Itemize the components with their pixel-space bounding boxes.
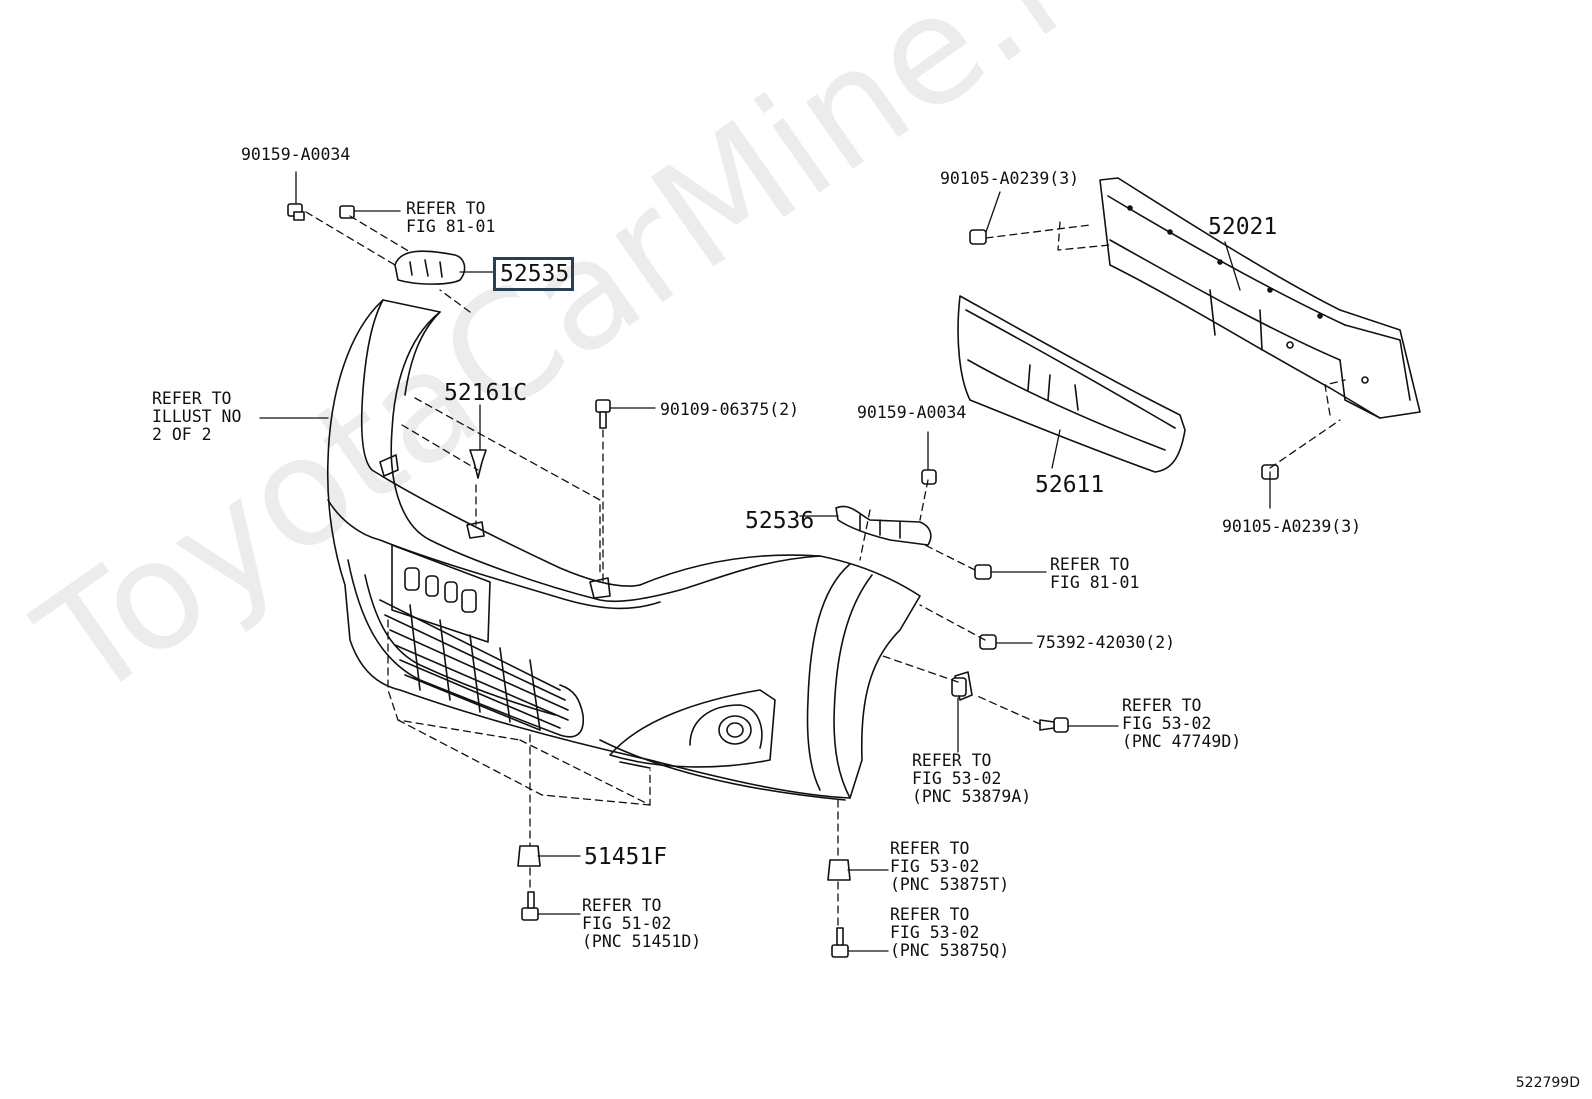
ref-line: REFER TO — [406, 199, 486, 218]
ref-line: (PNC 53879A) — [912, 787, 1032, 806]
label-90105-a0239-bottom: 90105-A0239(3) — [1222, 517, 1362, 536]
ref-pnc-51451d: REFER TO FIG 51-02 (PNC 51451D) — [582, 897, 701, 951]
ref-line: REFER TO — [890, 839, 970, 858]
ref-line: REFER TO — [890, 905, 970, 924]
ref-line: FIG 81-01 — [1050, 573, 1140, 592]
ref-line: (PNC 53875T) — [890, 875, 1010, 894]
ref-line: REFER TO — [152, 389, 232, 408]
front-bumper-cover — [326, 299, 921, 801]
label-51451f: 51451F — [584, 844, 668, 870]
ref-pnc-53875t: REFER TO FIG 53-02 (PNC 53875T) — [890, 840, 1009, 894]
ref-line: REFER TO — [912, 751, 992, 770]
highlighted-part-box[interactable] — [493, 257, 574, 291]
bumper-reinforcement — [1099, 177, 1421, 419]
label-52535: 52535 — [500, 261, 570, 287]
ref-line: FIG 81-01 — [406, 217, 496, 236]
leader-lines — [259, 171, 1271, 952]
ref-line: REFER TO — [1050, 555, 1130, 574]
label-90159-a0034-mid: 90159-A0034 — [857, 403, 967, 422]
ref-line: FIG 53-02 — [1122, 714, 1212, 733]
ref-pnc-47749d: REFER TO FIG 53-02 (PNC 47749D) — [1122, 697, 1241, 751]
ref-line: REFER TO — [1122, 696, 1202, 715]
ref-line: ILLUST NO — [152, 407, 242, 426]
label-90159-a0034-top: 90159-A0034 — [241, 145, 351, 164]
ref-line: FIG 53-02 — [912, 769, 1002, 788]
retainer-52535 — [394, 250, 466, 285]
ref-line: FIG 53-02 — [890, 923, 980, 942]
label-75392-42030: 75392-42030(2) — [1036, 633, 1176, 652]
fasteners — [287, 203, 1279, 958]
ref-fig-81-01-mid: REFER TO FIG 81-01 — [1050, 556, 1139, 592]
ref-line: 2 OF 2 — [152, 425, 212, 444]
ref-line: FIG 53-02 — [890, 857, 980, 876]
ref-pnc-53875q: REFER TO FIG 53-02 (PNC 53875Q) — [890, 906, 1009, 960]
label-90105-a0239-top: 90105-A0239(3) — [940, 169, 1080, 188]
label-52021: 52021 — [1208, 214, 1278, 240]
retainer-52536 — [835, 505, 932, 546]
ref-fig-81-01-top: REFER TO FIG 81-01 — [406, 200, 495, 236]
ref-illust-2-of-2: REFER TO ILLUST NO 2 OF 2 — [152, 390, 241, 444]
ref-line: (PNC 53875Q) — [890, 941, 1010, 960]
label-52536: 52536 — [745, 508, 815, 534]
ref-pnc-53879a: REFER TO FIG 53-02 (PNC 53879A) — [912, 752, 1031, 806]
label-52161c: 52161C — [444, 380, 528, 406]
assembly-lines — [305, 211, 1346, 929]
ref-line: FIG 51-02 — [582, 914, 672, 933]
diagram-code: 522799D — [1515, 1075, 1580, 1091]
label-90109-06375: 90109-06375(2) — [660, 400, 800, 419]
label-52611: 52611 — [1035, 472, 1105, 498]
ref-line: (PNC 47749D) — [1122, 732, 1242, 751]
ref-line: REFER TO — [582, 896, 662, 915]
energy-absorber — [957, 295, 1186, 473]
ref-line: (PNC 51451D) — [582, 932, 702, 951]
